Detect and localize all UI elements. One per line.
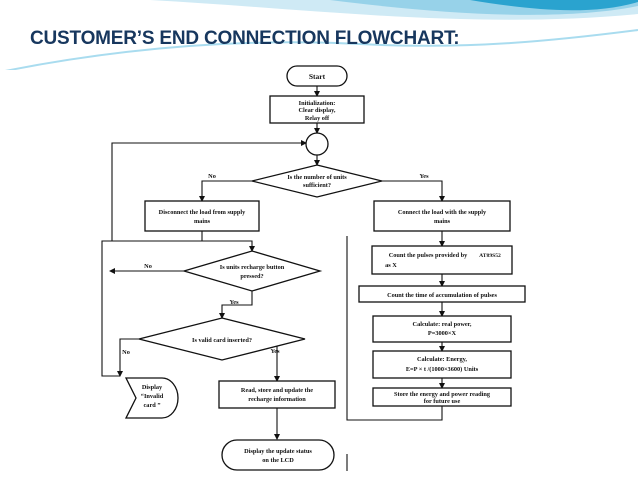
label-yes-units: Yes	[419, 173, 429, 180]
flowchart: Start Initialization: Clear display, Rel…	[101, 65, 526, 471]
node-calc-power	[372, 315, 512, 343]
node-display-status	[221, 439, 335, 471]
label-disconnect-1: Disconnect the load from supply	[159, 209, 246, 216]
label-calc-energy-2: E=P × t /(1000×3600) Units	[406, 366, 479, 373]
wave-dark	[470, 0, 638, 11]
label-yes-recharge: Yes	[229, 299, 239, 306]
node-decision-recharge	[181, 250, 323, 292]
arrow-to-recharge	[202, 240, 255, 252]
label-init-2: Clear display,	[299, 107, 336, 114]
node-decision-card	[138, 317, 306, 361]
node-connect	[373, 200, 511, 232]
label-store-2: for future use	[424, 398, 461, 405]
label-count-pulses-1: Count the pulses provided by	[389, 252, 468, 259]
label-decision-recharge-1: Is units recharge button	[220, 264, 285, 271]
node-count-pulses	[371, 245, 513, 275]
label-decision-recharge-2: pressed?	[240, 273, 263, 280]
label-chip: AT89S52	[479, 253, 501, 259]
label-init-1: Initialization:	[299, 100, 336, 107]
label-invalid-1: Display	[142, 384, 163, 391]
line-card-no	[119, 338, 139, 358]
node-disconnect	[144, 200, 260, 232]
label-store-1: Store the energy and power reading	[394, 391, 491, 398]
node-store	[372, 387, 512, 407]
wave-line	[5, 29, 638, 70]
label-no-recharge: No	[144, 263, 152, 270]
label-init-3: Relay off	[305, 115, 330, 122]
label-decision-units-2: sufficient?	[303, 182, 331, 189]
node-count-time	[358, 285, 526, 303]
label-invalid-2: “Invalid	[141, 393, 164, 400]
node-connector	[305, 132, 329, 156]
node-start	[286, 65, 348, 87]
label-display-status-1: Display the update status	[244, 448, 312, 455]
label-count-time: Count the time of accumulation of pulses	[387, 292, 497, 299]
label-display-status-2: on the LCD	[262, 457, 294, 464]
node-init	[269, 95, 365, 124]
label-update-info-2: recharge information	[248, 396, 306, 403]
header-wave-decoration	[5, 0, 638, 70]
label-yes-card: Yes	[270, 348, 280, 355]
node-decision-units	[251, 164, 383, 198]
line-store-loop	[346, 236, 443, 421]
line-invalid-loop	[101, 240, 202, 377]
label-connect-1: Connect the load with the supply	[398, 209, 487, 216]
arrow-recharge-yes	[219, 291, 253, 319]
node-invalid	[124, 377, 179, 419]
label-calc-power-1: Calculate: real power,	[413, 321, 472, 328]
label-calc-power-2: P=3000×X	[428, 330, 457, 337]
arrow-yes-connect	[382, 180, 445, 202]
node-calc-energy	[372, 350, 512, 379]
label-no-units: No	[208, 173, 216, 180]
label-update-info-1: Read, store and update the	[241, 387, 313, 394]
label-count-pulses-2: as X	[385, 262, 397, 269]
arrow-no-disconnect	[199, 180, 252, 202]
label-invalid-3: card ”	[144, 402, 161, 409]
label-decision-units-1: Is the number of units	[287, 174, 347, 181]
label-decision-card: Is valid card inserted?	[192, 337, 252, 344]
node-update-info	[218, 380, 336, 409]
label-calc-energy-1: Calculate: Energy,	[417, 356, 467, 363]
label-start: Start	[309, 72, 326, 81]
label-no-card: No	[122, 349, 130, 356]
label-disconnect-2: mains	[194, 218, 211, 225]
label-connect-2: mains	[434, 218, 451, 225]
slide-title: CUSTOMER’S END CONNECTION FLOWCHART:	[30, 28, 460, 49]
